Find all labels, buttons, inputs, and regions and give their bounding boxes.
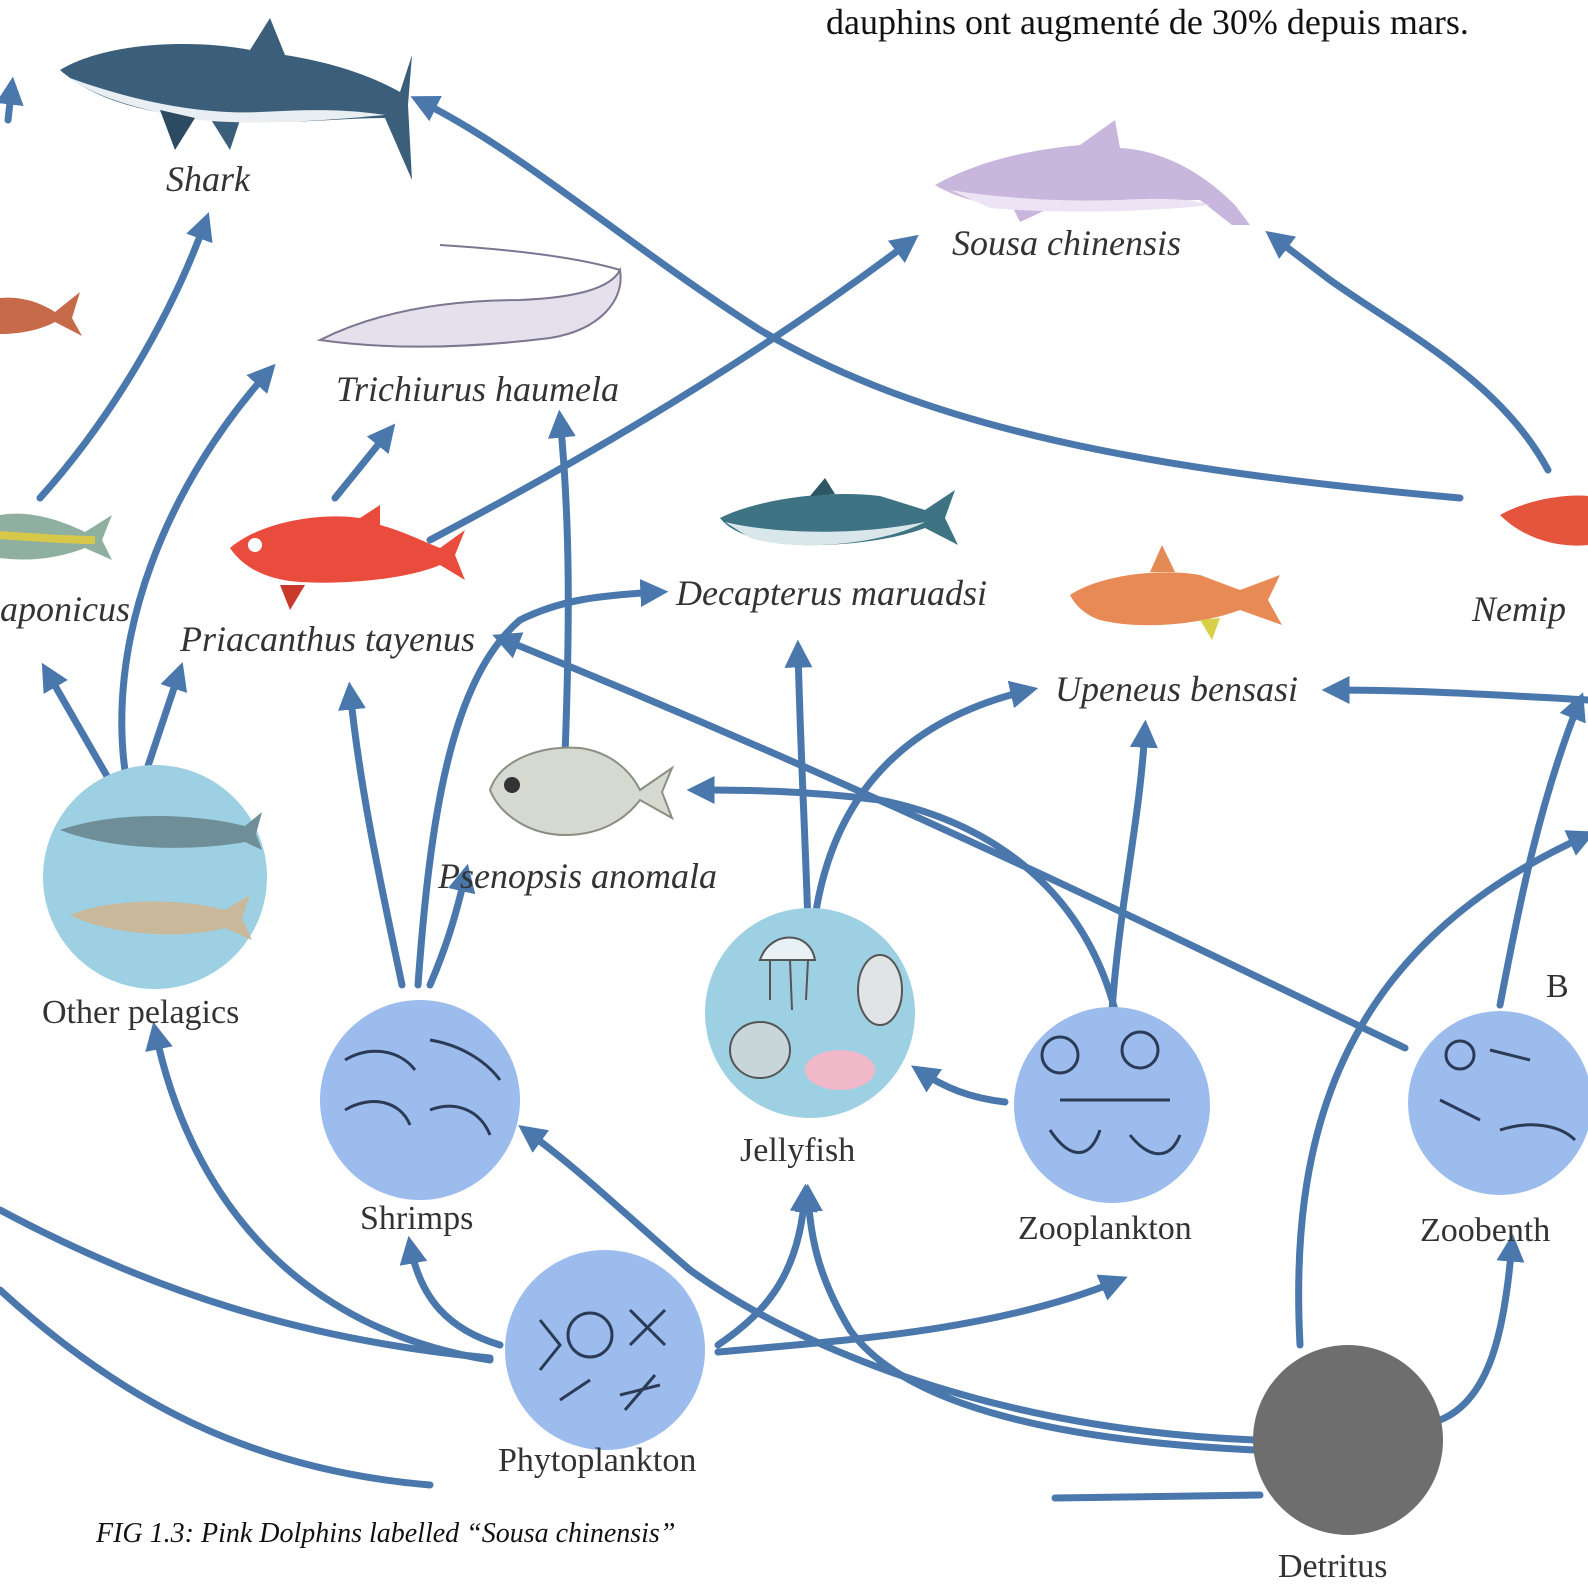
zoobenthos-circle [1408, 1011, 1588, 1195]
upeneus-icon [1070, 545, 1282, 640]
japonicus-fish-icon [0, 514, 112, 560]
arrow-jellyfish-to-decapterus [798, 648, 808, 925]
arrow-topleft-edge [8, 85, 12, 120]
label-other-pelagics: Other pelagics [42, 994, 239, 1032]
label-trichiurus-haumela: Trichiurus haumela [336, 368, 619, 410]
label-zoobenthos: Zoobenth [1420, 1212, 1550, 1250]
arrow-priacanthus-to-trichiurus [335, 430, 390, 498]
priacanthus-icon [230, 505, 465, 610]
arrow-psenopsis-to-trichiurus [560, 418, 568, 755]
label-upeneus-bensasi: Upeneus bensasi [1055, 668, 1298, 710]
decapterus-icon [720, 478, 958, 545]
psenopsis-icon [490, 748, 672, 835]
shark-icon [60, 18, 412, 180]
label-detritus: Detritus [1278, 1548, 1388, 1586]
arrow-zoobenthos-up-right [1500, 700, 1580, 1005]
nemipterus-icon [1500, 496, 1588, 546]
headline-text: dauphins ont augmenté de 30% depuis mars… [826, 0, 1469, 44]
arrow-phyto-to-jellyfish [718, 1192, 805, 1345]
label-shark: Shark [166, 158, 250, 200]
label-priacanthus-tayenus: Priacanthus tayenus [180, 618, 475, 660]
detritus-circle [1253, 1345, 1443, 1535]
label-nemipterus: Nemip [1472, 588, 1566, 630]
phytoplankton-circle [505, 1250, 705, 1450]
figure-caption: FIG 1.3: Pink Dolphins labelled “Sousa c… [96, 1518, 675, 1550]
shrimps-circle [320, 1000, 520, 1200]
red-fish-partial-icon [0, 292, 82, 336]
arrow-pelagics-to-japonicus [46, 670, 115, 790]
label-zooplankton: Zooplankton [1018, 1210, 1192, 1248]
arrow-pelagics-to-trichiurus [122, 370, 270, 790]
label-decapterus-maruadsi: Decapterus maruadsi [676, 572, 987, 614]
label-japonicus: aponicus [0, 588, 130, 630]
arrow-zooplankton-to-jellyfish [918, 1070, 1005, 1102]
jellyfish-circle [705, 908, 915, 1118]
label-psenopsis-anomala: Psenopsis anomala [438, 855, 717, 897]
arrow-right-to-upeneus [1330, 690, 1588, 700]
label-jellyfish: Jellyfish [740, 1132, 855, 1170]
label-sousa-chinensis: Sousa chinensis [952, 222, 1181, 264]
arrow-detritus-bottom-left [1055, 1495, 1260, 1498]
label-benthic-partial: B [1546, 968, 1569, 1006]
arrow-zooplankton-to-upeneus [1112, 728, 1145, 1010]
other-pelagics-circle [43, 765, 267, 989]
sousa-dolphin-icon [935, 120, 1250, 225]
trichiurus-icon [320, 245, 621, 347]
arrow-shrimps-to-priacanthus [350, 690, 402, 985]
arrow-phyto-to-shrimps [410, 1244, 500, 1345]
arrow-japonicus-to-shark [40, 220, 206, 498]
label-shrimps: Shrimps [360, 1200, 473, 1238]
label-phytoplankton: Phytoplankton [498, 1442, 696, 1480]
arrow-nemip-to-sousa [1272, 236, 1548, 470]
zooplankton-circle [1014, 1007, 1210, 1203]
arrow-detritus-to-zoobenthos [1440, 1242, 1512, 1420]
